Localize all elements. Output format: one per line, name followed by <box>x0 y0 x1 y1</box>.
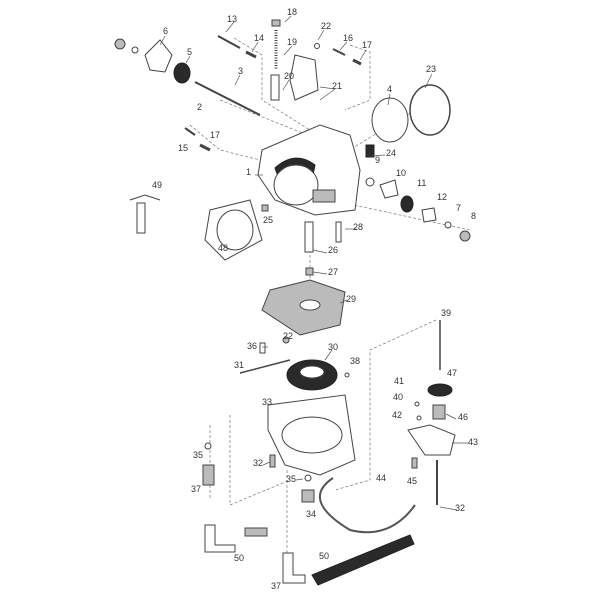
callout-50: 50 <box>319 551 329 561</box>
callout-42: 42 <box>392 410 402 420</box>
callout-36: 36 <box>247 341 257 351</box>
callout-3: 3 <box>238 66 243 76</box>
callout-19: 19 <box>287 37 297 47</box>
callout-27: 27 <box>328 267 338 277</box>
callout-32: 32 <box>455 503 465 513</box>
callout-20: 20 <box>284 71 294 81</box>
callout-45: 45 <box>407 476 417 486</box>
callout-49: 49 <box>152 180 162 190</box>
callout-23: 23 <box>426 64 436 74</box>
callout-50: 50 <box>234 553 244 563</box>
callout-8: 8 <box>471 211 476 221</box>
leader-lines <box>159 15 469 511</box>
float-bowl-parts <box>202 336 416 534</box>
left-middle-parts <box>129 194 342 276</box>
callout-16: 16 <box>343 33 353 43</box>
callout-35: 35 <box>193 450 203 460</box>
callout-30: 30 <box>328 342 338 352</box>
callout-31: 31 <box>234 360 244 370</box>
callout-2: 2 <box>197 102 202 112</box>
callout-12: 12 <box>437 192 447 202</box>
accelerator-pump-parts <box>407 320 456 505</box>
callout-38: 38 <box>350 356 360 366</box>
callout-47: 47 <box>447 368 457 378</box>
callout-17: 17 <box>362 40 372 50</box>
fittings-hoses <box>204 524 415 586</box>
callout-43: 43 <box>468 437 478 447</box>
upper-parts <box>114 19 451 158</box>
carburetor-body <box>257 124 361 216</box>
callout-32: 32 <box>253 458 263 468</box>
callout-29: 29 <box>346 294 356 304</box>
callout-40: 40 <box>393 392 403 402</box>
callout-15: 15 <box>178 143 188 153</box>
callout-34: 34 <box>306 509 316 519</box>
callout-5: 5 <box>187 47 192 57</box>
callout-26: 26 <box>328 245 338 255</box>
right-side-parts <box>365 177 471 242</box>
callout-44: 44 <box>376 473 386 483</box>
callout-28: 28 <box>353 222 363 232</box>
callout-11: 11 <box>417 178 426 188</box>
callout-25: 25 <box>263 215 273 225</box>
callout-37: 37 <box>191 484 201 494</box>
callout-46: 46 <box>458 412 468 422</box>
callout-37: 37 <box>271 581 281 591</box>
callout-1: 1 <box>246 167 251 177</box>
callout-4: 4 <box>387 84 392 94</box>
callout-22: 22 <box>321 21 331 31</box>
callout-18: 18 <box>287 7 297 17</box>
callout-48: 48 <box>218 243 228 253</box>
callout-33: 33 <box>262 397 272 407</box>
callout-22: 22 <box>283 331 293 341</box>
callout-9: 9 <box>375 155 380 165</box>
callout-7: 7 <box>456 203 461 213</box>
callout-24: 24 <box>386 148 396 158</box>
callout-13: 13 <box>227 14 237 24</box>
callout-35: 35 <box>286 474 296 484</box>
callout-6: 6 <box>163 26 168 36</box>
callout-14: 14 <box>254 33 264 43</box>
callout-21: 21 <box>332 81 342 91</box>
callout-labels: 18 13 22 6 14 16 19 17 5 3 20 23 21 4 2 … <box>152 7 478 591</box>
callout-39: 39 <box>441 308 451 318</box>
callout-41: 41 <box>394 376 404 386</box>
callout-17: 17 <box>210 130 220 140</box>
callout-10: 10 <box>396 168 406 178</box>
gasket-hole <box>299 299 321 311</box>
